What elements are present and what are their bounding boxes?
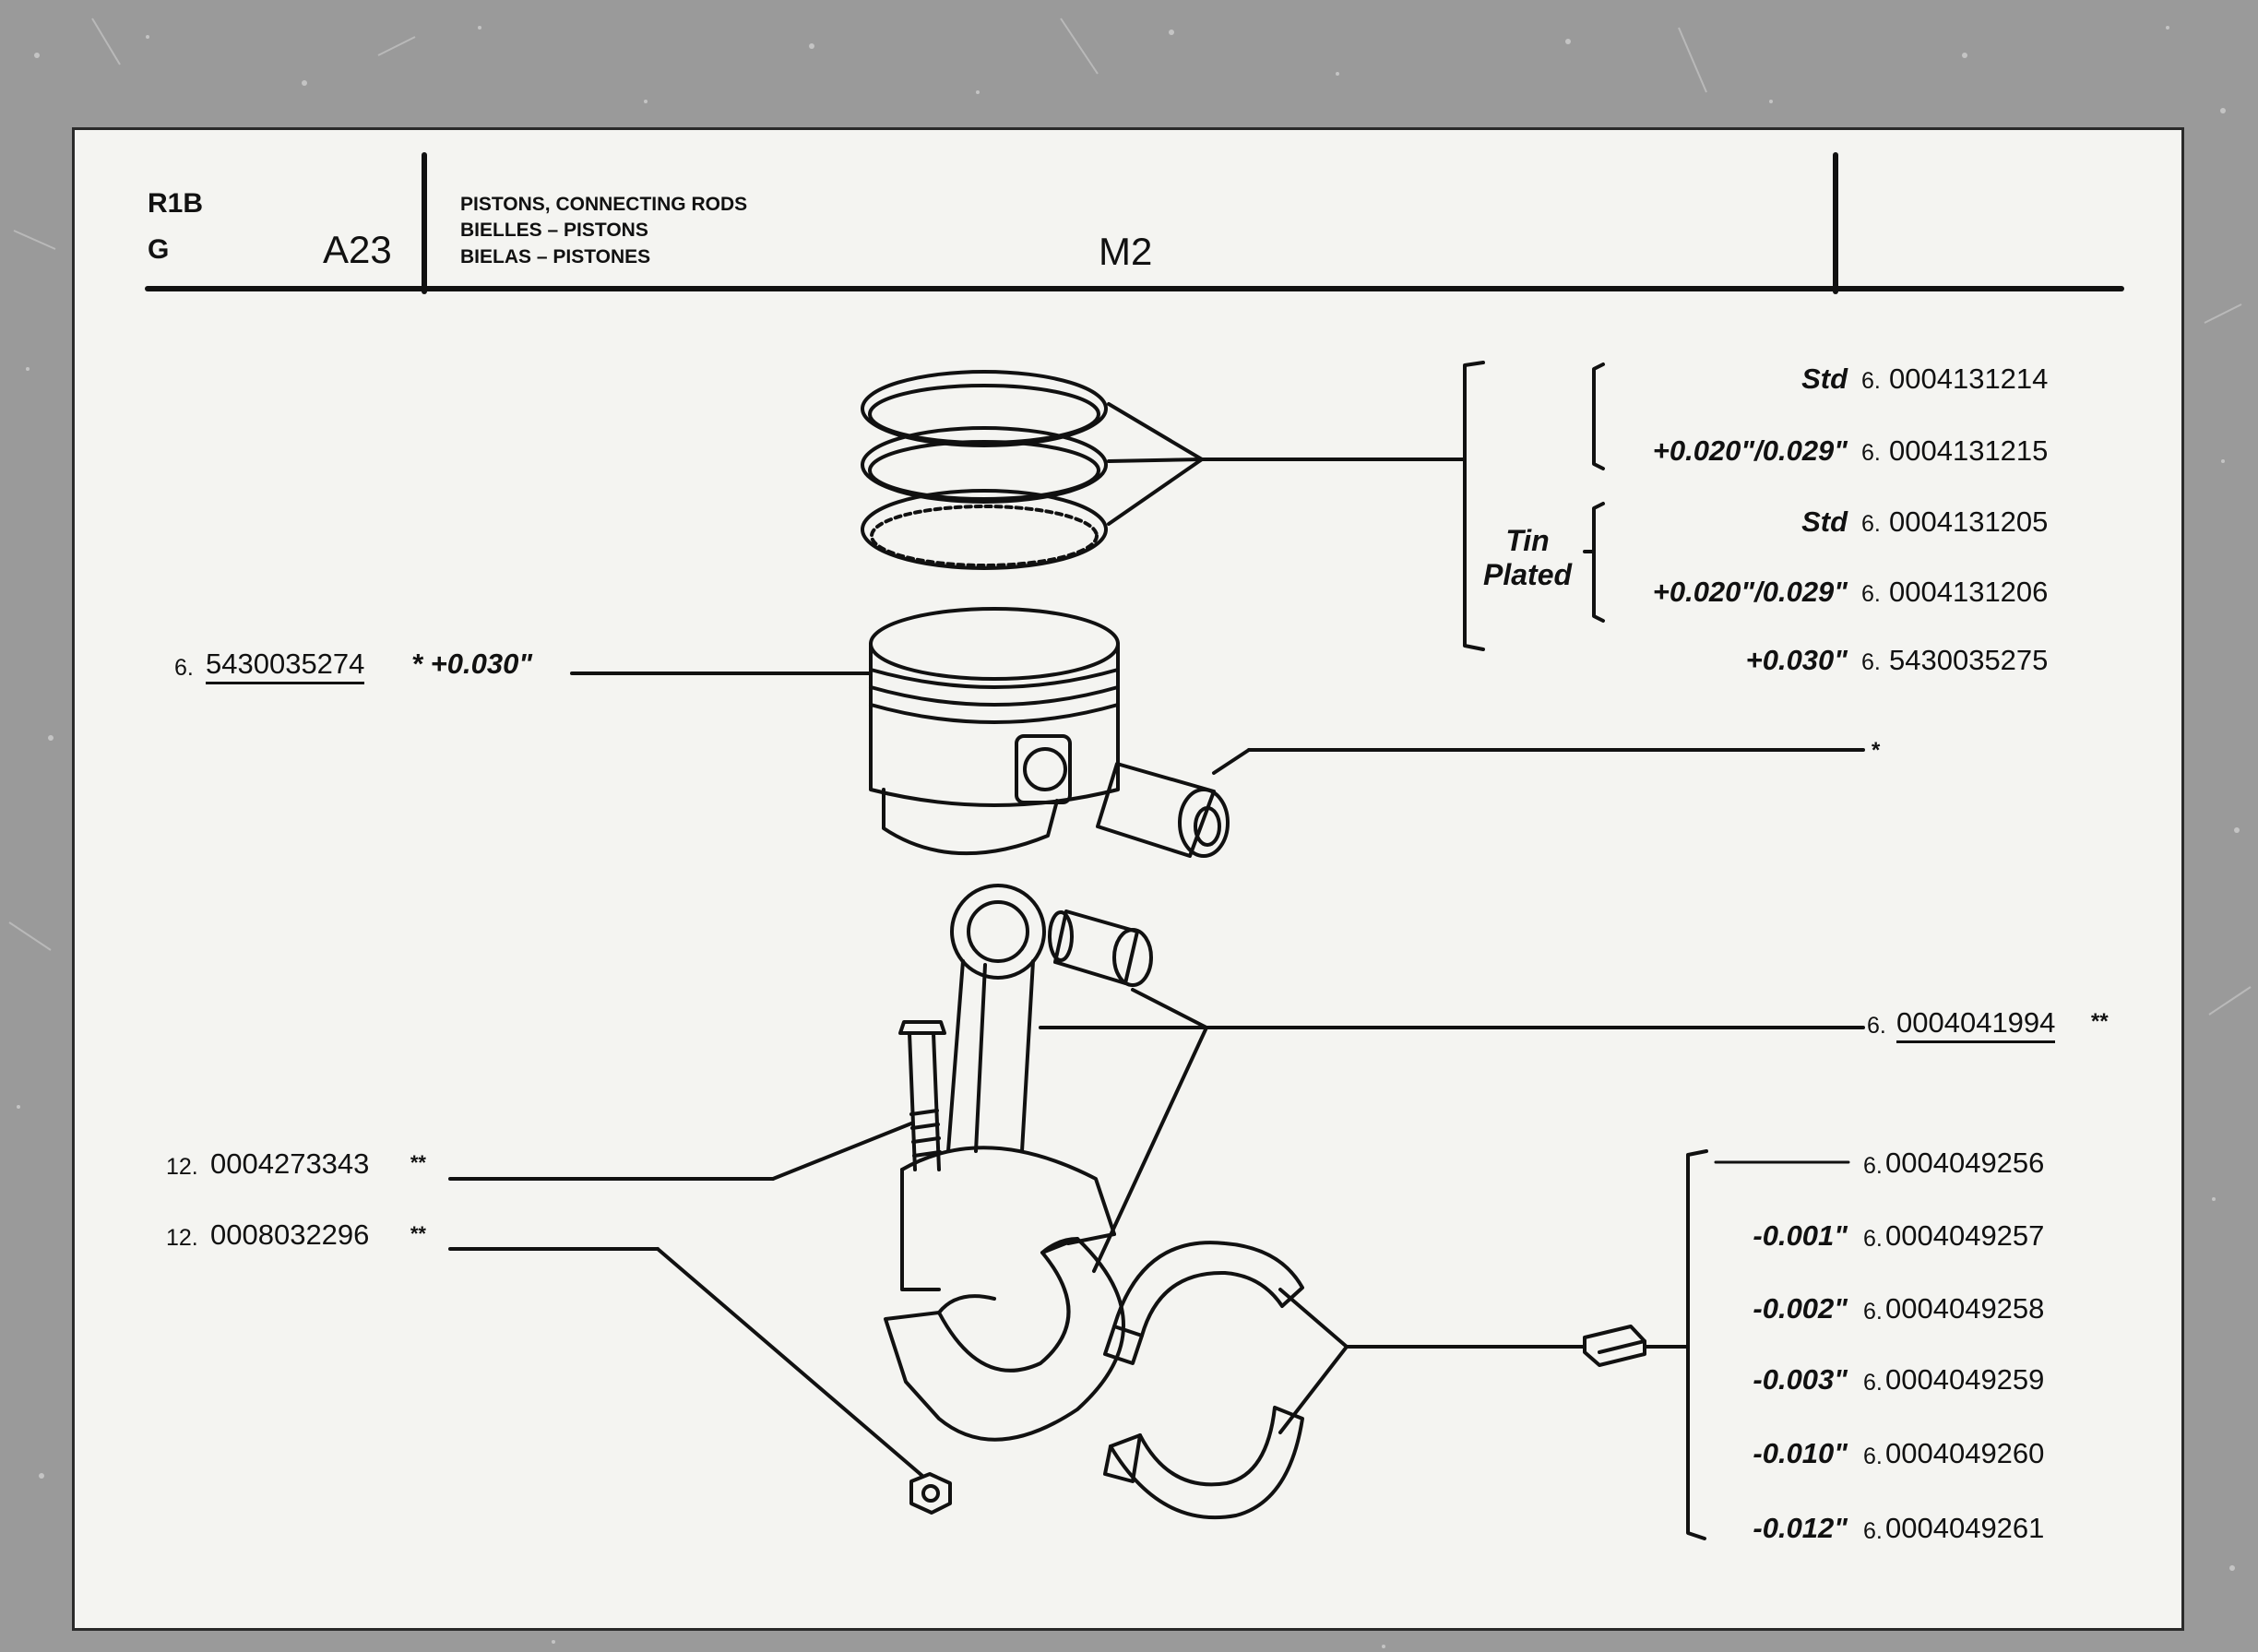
ring-bracket-lower [1592,502,1605,623]
bolt-qty: 12. [166,1154,198,1180]
catalog-sub-code: G [148,234,170,265]
bearing-bracket [1686,1149,1708,1540]
page-title: PISTONS, CONNECTING RODS BIELLES – PISTO… [460,192,747,270]
ring-size: Std [1801,362,1848,395]
group-number: A23 [323,228,392,271]
conrod-qty: 6. [1867,1013,1886,1039]
ring-bracket-upper [1592,362,1605,470]
bearing-size: -0.002" [1753,1292,1848,1325]
rod-cap-drawing [884,1237,1125,1442]
title-spanish: BIELAS – PISTONES [460,245,651,267]
bearing-size: -0.001" [1753,1219,1848,1252]
ring-qty: 6. [1861,440,1881,466]
piston-rings-drawing [861,370,1108,570]
connecting-rod-drawing [900,884,1116,1291]
title-english: PISTONS, CONNECTING RODS [460,194,748,215]
bearing-qty: 6. [1863,1518,1883,1544]
ring-qty: 6. [1861,511,1881,537]
bearing-tab-drawing [1583,1325,1646,1367]
bearing-qty: 6. [1863,1299,1883,1325]
title-french: BIELLES – PISTONS [460,220,648,242]
bearing-part-number: 0004049259 [1885,1363,2045,1396]
piston-oversize-part-number: 5430035275 [1889,644,2049,676]
piston-oversize-qty: 6. [1861,649,1881,675]
nut-qty: 12. [166,1225,198,1251]
exploded-view-drawing [145,152,2124,1540]
bearing-part-number: 0004049256 [1885,1147,2045,1179]
bearing-part-number: 0004049260 [1885,1437,2045,1469]
bearing-size: -0.003" [1753,1363,1848,1396]
tin-plated-label: Tin Plated [1483,524,1573,591]
piston-size-note: * +0.030" [411,648,533,680]
small-end-bushing-drawing [1048,909,1153,987]
parts-sheet: R1B G A23 PISTONS, CONNECTING RODS BIELL… [72,127,2184,1631]
nut-note-mark: ** [410,1222,426,1245]
bearing-part-number: 0004049261 [1885,1512,2045,1544]
ring-qty: 6. [1861,368,1881,394]
ring-part-number: 0004131214 [1889,362,2049,395]
piston-qty: 6. [174,655,194,681]
piston-drawing [869,607,1120,856]
model-code: M2 [1099,230,1153,273]
bearing-part-number: 0004049257 [1885,1219,2045,1252]
bearing-size: -0.010" [1753,1437,1848,1469]
ring-part-number: 0004131206 [1889,576,2049,608]
ring-part-number: 0004131215 [1889,434,2049,467]
bearing-qty: 6. [1863,1370,1883,1396]
nut-part-number: 0008032296 [210,1218,370,1251]
ring-size: +0.020"/0.029" [1652,576,1848,608]
ring-part-number: 0004131205 [1889,505,2049,538]
bearing-size: -0.012" [1753,1512,1848,1544]
conrod-part-number: 0004041994 [1896,1008,2056,1043]
piston-part-number: 5430035274 [206,649,365,684]
bearing-qty: 6. [1863,1444,1883,1469]
ring-size: +0.020"/0.029" [1652,434,1848,467]
bearing-part-number: 0004049258 [1885,1292,2045,1325]
wrist-pin-drawing [1096,762,1230,858]
ring-bracket-outer [1463,361,1485,651]
bearing-qty: 6. [1863,1226,1883,1252]
nut-drawing [909,1472,952,1515]
ring-size: Std [1801,505,1848,538]
piston-oversize: +0.030" [1745,644,1848,676]
ring-qty: 6. [1861,581,1881,607]
conrod-note-mark: ** [2090,1009,2108,1034]
bearing-shells-drawing [1103,1241,1304,1520]
conrod-bolt-drawing [898,1020,946,1171]
bolt-note-mark: ** [410,1151,426,1174]
bolt-part-number: 0004273343 [210,1147,370,1180]
catalog-code: R1B [148,188,204,219]
wrist-pin-mark: * [1871,738,1880,763]
bearing-qty: 6. [1863,1153,1883,1179]
